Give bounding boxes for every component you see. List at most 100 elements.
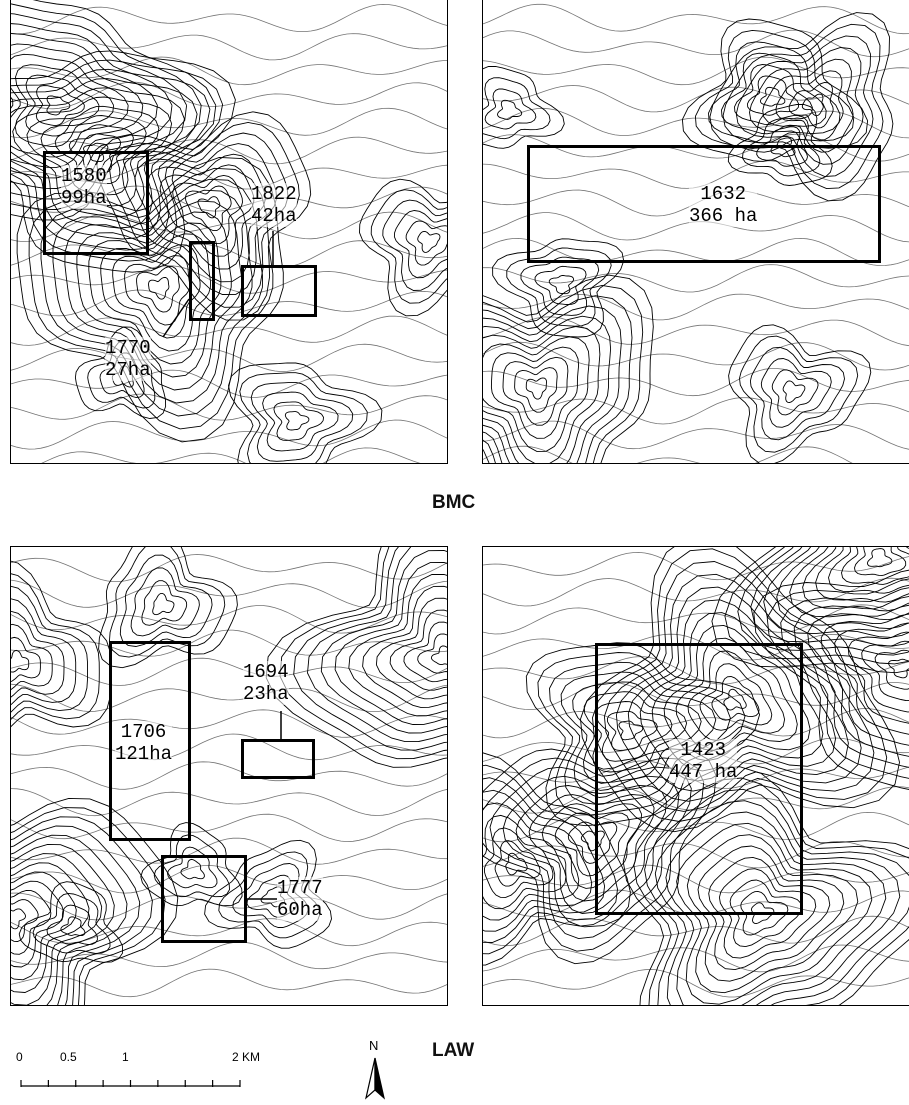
contour-line <box>348 573 447 717</box>
contour-line <box>11 369 447 398</box>
contour-line <box>11 862 90 993</box>
contour-line <box>483 814 567 910</box>
contour-line <box>11 560 112 728</box>
contour-line <box>506 247 612 327</box>
contour-line <box>874 649 909 690</box>
contour-line <box>11 419 447 450</box>
area-label-1770: 1770 27ha <box>105 337 151 381</box>
contour-line <box>483 85 909 113</box>
contour-line <box>11 343 447 373</box>
contour-line <box>11 598 77 706</box>
contour-line <box>776 547 909 630</box>
contour-line <box>483 77 551 140</box>
contour-line <box>52 189 253 404</box>
contour-line <box>484 88 537 130</box>
contour-line <box>483 864 909 894</box>
contour-line <box>483 840 909 869</box>
contour-line <box>334 561 447 725</box>
contour-line <box>497 99 523 120</box>
contour-line <box>11 816 153 1005</box>
contour-line <box>708 41 841 144</box>
boundary-1706 <box>109 641 191 841</box>
contour-line <box>136 266 180 313</box>
contour-line <box>11 709 447 738</box>
contour-line <box>11 579 447 609</box>
contour-line <box>494 840 541 887</box>
contour-line <box>724 547 909 665</box>
contour-line <box>520 256 600 316</box>
contour-line <box>483 708 909 739</box>
site-label-law: LAW <box>432 1040 475 1061</box>
contour-line <box>756 126 808 167</box>
scale-tick-label: 2 KM <box>232 1050 261 1064</box>
contour-line <box>483 802 580 921</box>
contour-line <box>11 265 447 294</box>
contour-line <box>12 96 173 218</box>
contour-line <box>699 663 773 731</box>
contour-line <box>483 264 909 293</box>
contour-line <box>284 411 310 431</box>
contour-line <box>11 573 100 720</box>
scale-bar: 0 0.5 1 2 KM <box>0 1050 300 1100</box>
contour-line <box>159 164 255 257</box>
contour-line <box>11 53 129 158</box>
map-panel-bmc-right: 1632 366 ha <box>482 0 909 464</box>
contour-line <box>279 547 447 760</box>
contour-line <box>11 81 447 110</box>
contour-line <box>11 864 447 894</box>
contour-line <box>11 918 447 947</box>
contour-line <box>11 315 447 346</box>
contour-line <box>721 52 827 135</box>
contour-line <box>687 650 786 741</box>
contour-line <box>789 547 909 621</box>
contour-line <box>46 904 98 945</box>
contour-line <box>728 324 872 463</box>
contour-line <box>483 748 717 965</box>
contour-line <box>430 645 447 666</box>
contour-line <box>130 567 200 637</box>
contour-line <box>483 968 909 998</box>
contour-line <box>98 547 238 669</box>
contour-line <box>11 43 144 168</box>
contour-line <box>490 346 580 439</box>
contour-line <box>483 785 909 814</box>
contour-line <box>11 50 236 273</box>
contour-line <box>28 167 274 430</box>
contour-line <box>483 577 909 607</box>
contour-line <box>403 621 447 683</box>
contour-line <box>483 944 909 973</box>
scale-tick-label: 0 <box>16 1050 23 1064</box>
contour-line <box>483 107 909 139</box>
contour-line <box>489 766 692 940</box>
contour-line <box>780 587 909 768</box>
contour-line <box>534 265 587 305</box>
boundary-1694 <box>241 739 315 779</box>
contour-line <box>11 843 115 1005</box>
contour-line <box>861 640 909 702</box>
contour-line <box>26 105 160 207</box>
contour-line <box>41 447 421 463</box>
contour-line <box>502 775 680 927</box>
contour-line <box>483 777 606 943</box>
contour-line <box>548 275 575 295</box>
contour-line <box>146 153 266 270</box>
contour-line <box>627 586 849 792</box>
contour-line <box>32 892 111 954</box>
contour-line <box>834 622 909 724</box>
contour-line <box>483 56 909 86</box>
contour-line <box>11 605 447 634</box>
contour-line <box>184 185 232 232</box>
contour-line <box>505 852 528 876</box>
contour-line <box>167 846 218 889</box>
contour-line <box>483 274 654 463</box>
contour-lines <box>483 547 909 1005</box>
contour-line <box>11 889 52 955</box>
contour-line <box>11 813 447 843</box>
contour-line <box>293 547 447 751</box>
contour-line <box>603 561 875 812</box>
contour-line <box>11 968 447 998</box>
contour-line <box>11 393 447 421</box>
contour-line <box>320 550 447 734</box>
contour-line <box>11 733 447 761</box>
contour-line <box>11 33 447 61</box>
